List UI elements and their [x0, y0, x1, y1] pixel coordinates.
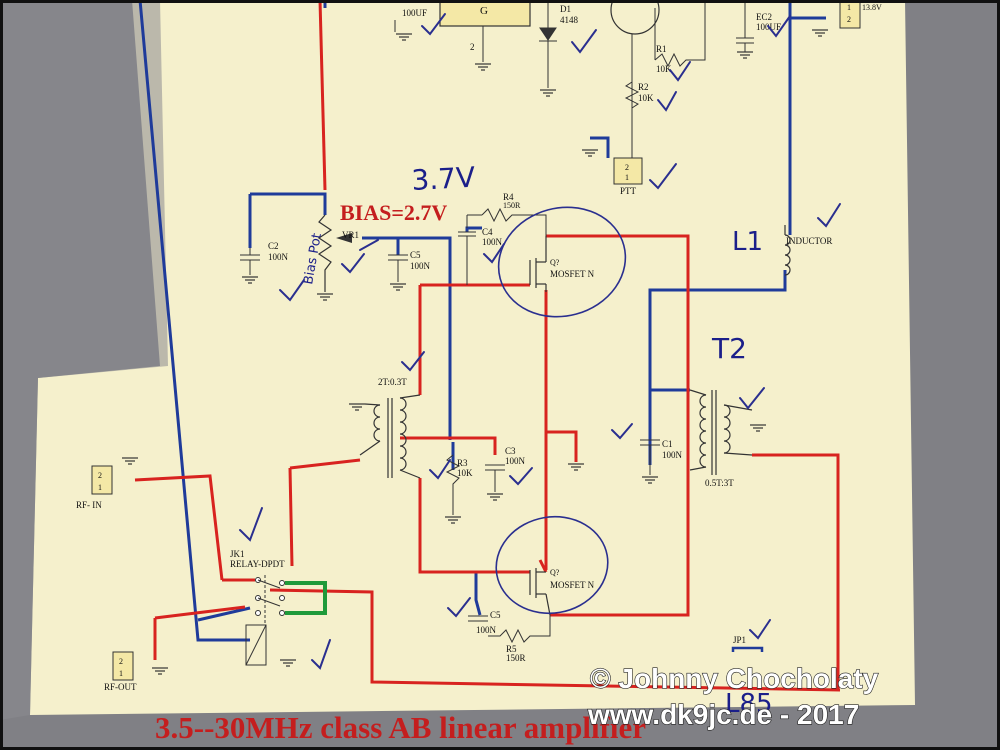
svg-text:2: 2 — [847, 15, 851, 24]
jk1-name: JK1 — [230, 549, 245, 559]
cap-ec2 — [736, 0, 754, 52]
mosfet-top — [529, 236, 547, 292]
relay-jk1 — [245, 575, 285, 666]
r4-name: R4 — [503, 192, 514, 202]
c1-value: 100N — [662, 450, 683, 460]
c4-value: 100N — [482, 237, 503, 247]
cap-c3 — [485, 464, 505, 492]
ground-symbols — [122, 29, 828, 675]
c-100uf-top-label: 100UF — [402, 8, 427, 18]
pen-check-marks — [239, 13, 841, 670]
jp1-label: JP1 — [733, 635, 746, 645]
q-top-type: MOSFET N — [550, 269, 595, 279]
ic-pin-label: G — [480, 5, 488, 17]
watermark-line1: © Johnny Chocholaty — [590, 663, 879, 694]
ic-top — [439, 0, 531, 27]
c2-name: C2 — [268, 241, 279, 251]
d1-name: D1 — [560, 4, 571, 14]
resistor-r2 — [624, 81, 640, 109]
hand-l1: L1 — [732, 227, 763, 257]
r2-name: R2 — [638, 82, 649, 92]
c4-name: C4 — [482, 227, 493, 237]
ec2-name: EC2 — [756, 12, 772, 22]
hand-voltage-37: 3.7V — [411, 161, 476, 197]
jk1-type: RELAY-DPDT — [230, 559, 285, 569]
schematic-title: 3.5--30MHz class AB linear amplifier — [155, 710, 646, 745]
watermark-line2: www.dk9jc.de - 2017 — [587, 699, 859, 730]
transistor-top — [610, 0, 660, 35]
c5-name: C5 — [490, 610, 501, 620]
rf-out-connector — [112, 651, 134, 681]
d1-value: 4148 — [560, 15, 579, 25]
q-top-name: Q? — [550, 258, 560, 267]
c1-name: C1 — [662, 439, 673, 449]
rfin-pin2: 2 — [98, 471, 102, 480]
c-mid-value: 100N — [410, 261, 431, 271]
svg-text:2: 2 — [470, 42, 475, 52]
pen-circle-top — [497, 206, 627, 318]
resistor-r4 — [481, 207, 547, 236]
bias-label: BIAS=2.7V — [340, 200, 447, 225]
cap-c4 — [458, 214, 482, 285]
green-jumper — [285, 581, 327, 615]
r5-name: R5 — [506, 644, 517, 654]
resistor-r1 — [654, 0, 706, 68]
r4-value: 150R — [503, 201, 521, 210]
inductor-label: INDUCTOR — [786, 236, 832, 246]
pwr-voltage-label: 13.8V — [862, 3, 882, 12]
transformer-t2 — [689, 389, 753, 475]
r5-value: 150R — [506, 653, 526, 663]
c3-name: C3 — [505, 446, 516, 456]
rfout-pin2: 2 — [119, 657, 123, 666]
r3-value: 10K — [457, 468, 473, 478]
resistor-r5 — [488, 615, 551, 644]
ptt-pin-bottom: 1 — [625, 173, 629, 182]
c2-value: 100N — [268, 252, 289, 262]
hand-lbs: L85 — [725, 689, 773, 719]
q-bot-name: Q? — [550, 568, 560, 577]
rfout-pin1: 1 — [119, 669, 123, 678]
red-wires — [134, 0, 841, 692]
cap-c1 — [640, 439, 660, 475]
mosfet-bottom — [529, 568, 551, 616]
t2-ratio: 0.5T:3T — [705, 478, 734, 488]
pot-vr1 — [317, 214, 333, 292]
c3-value: 100N — [505, 456, 526, 466]
jumper-jp1 — [731, 646, 764, 652]
r1-value: 10K — [656, 64, 672, 74]
r1-name: R1 — [656, 44, 667, 54]
r2-value: 10K — [638, 93, 654, 103]
rfin-label: RF- IN — [76, 500, 102, 510]
rfout-label: RF-OUT — [104, 682, 137, 692]
ptt-label: PTT — [620, 186, 637, 196]
r3-name: R3 — [457, 458, 468, 468]
q-bot-type: MOSFET N — [550, 580, 595, 590]
blue-wires — [138, 0, 826, 642]
ptt-pin-top: 2 — [625, 163, 629, 172]
rf-in-connector — [91, 465, 113, 495]
cap-c-mid — [388, 254, 408, 282]
c5-value: 100N — [476, 625, 497, 635]
cap-c5 — [468, 615, 488, 622]
inductor-l1 — [784, 225, 791, 276]
cap-c2 — [240, 248, 260, 275]
hand-t2: T2 — [711, 332, 747, 365]
transformer-t1 — [359, 394, 421, 479]
vr1-label: VR1 — [342, 230, 359, 240]
rfin-pin1: 1 — [98, 483, 102, 492]
pen-circle-bottom — [495, 515, 609, 615]
svg-text:1: 1 — [847, 3, 851, 12]
resistor-r3 — [445, 454, 461, 515]
t1-ratio: 2T:0.3T — [378, 377, 407, 387]
power-connector — [839, 0, 861, 29]
ptt-connector — [613, 157, 643, 185]
c-mid-name: C5 — [410, 250, 421, 260]
diode-d1 — [539, 0, 557, 88]
